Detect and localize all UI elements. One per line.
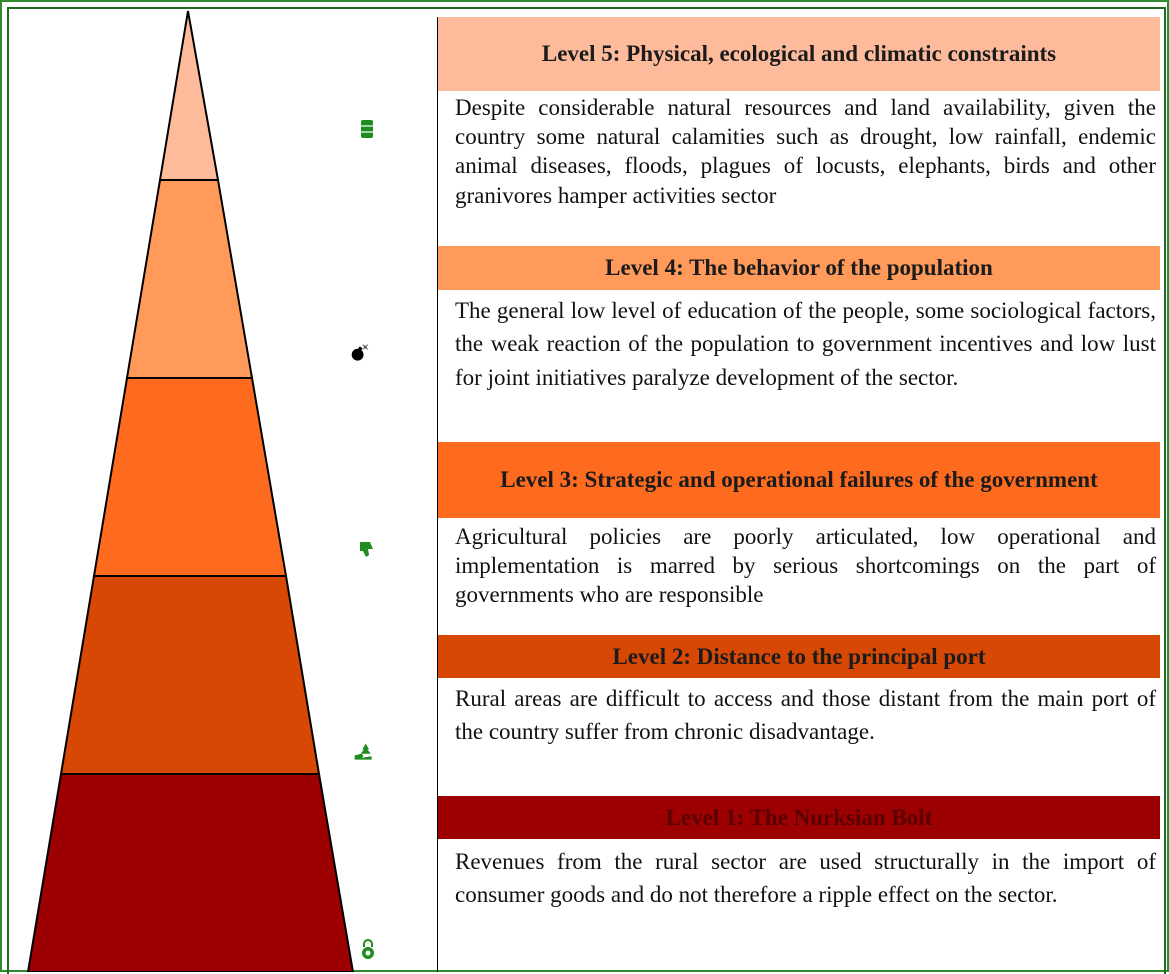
pyramid-level-2 <box>59 575 321 775</box>
levels-panel: Level 5: Physical, ecological and climat… <box>437 17 1160 972</box>
level-1-description: Revenues from the rural sector are used … <box>455 849 1156 908</box>
inner-frame <box>7 7 1166 974</box>
pyramid-level-3 <box>92 377 288 577</box>
pyramid-level-1 <box>26 773 355 972</box>
landscape-icon <box>354 743 372 760</box>
level-2-title: Level 2: Distance to the principal port <box>438 635 1160 678</box>
oil-barrel-icon <box>361 120 373 138</box>
thumbs-down-icon <box>360 542 373 557</box>
level-1-title: Level 1: The Nurksian Bolt <box>438 796 1160 839</box>
pyramid-diagram <box>26 10 355 972</box>
padlock-icon <box>362 939 374 959</box>
level-5-description: Despite considerable natural resources a… <box>455 95 1156 208</box>
level-5-title: Level 5: Physical, ecological and climat… <box>438 17 1160 91</box>
level-3-description: Agricultural policies are poorly articul… <box>455 524 1156 608</box>
bomb-icon <box>351 344 369 361</box>
level-3-title: Level 3: Strategic and operational failu… <box>438 442 1160 518</box>
level-4-description: The general low level of education of th… <box>455 298 1156 390</box>
level-4-title: Level 4: The behavior of the population <box>438 246 1160 290</box>
level-2-description: Rural areas are difficult to access and … <box>455 686 1156 745</box>
pyramid-level-4 <box>125 179 254 379</box>
pyramid-level-5 <box>158 10 220 181</box>
